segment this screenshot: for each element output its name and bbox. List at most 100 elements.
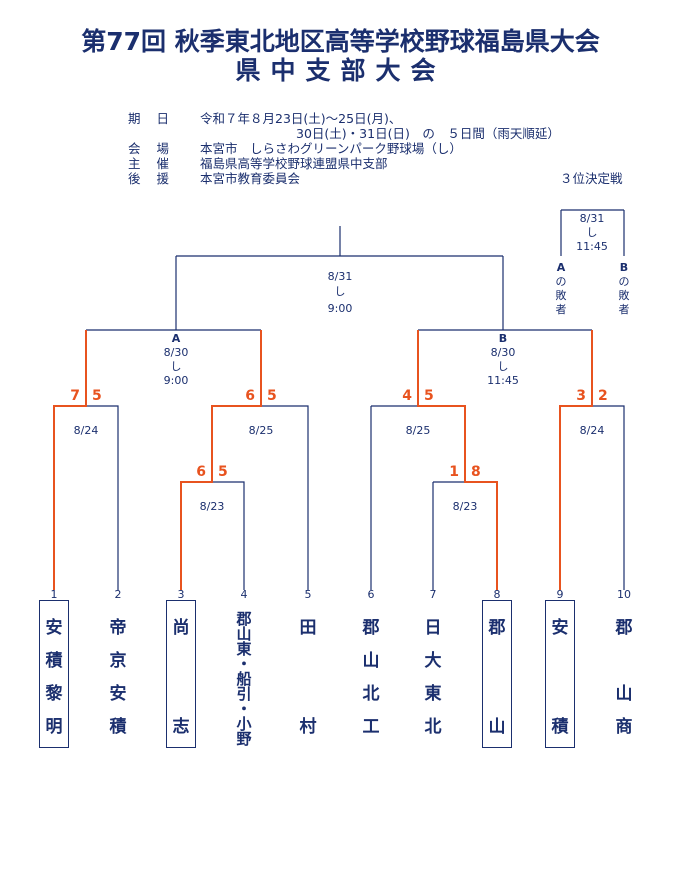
team-name-3[interactable]: 尚志: [165, 612, 197, 744]
team-name-char: 引: [236, 685, 252, 703]
final-time: 9:00: [328, 302, 353, 315]
match3-score-right: 5: [218, 464, 228, 480]
team-number-3: 3: [178, 588, 185, 601]
team-name-char: 東: [236, 640, 252, 658]
info-value-date-1: 令和７年８月23日(土)～25日(月)、: [200, 111, 402, 126]
team-name-char: 北: [424, 717, 442, 737]
team-name-1[interactable]: 安積黎明: [38, 612, 70, 744]
team-name-char: ・: [236, 700, 252, 718]
team-number-2: 2: [115, 588, 122, 601]
team-number-9: 9: [557, 588, 564, 601]
match4-score-left: 4: [402, 388, 412, 404]
third-slot-b-3: 敗: [619, 288, 630, 302]
team-name-10[interactable]: 郡山商: [608, 612, 640, 744]
team-name-2[interactable]: 帝京安積: [102, 612, 134, 744]
third-time: 11:45: [576, 240, 608, 253]
team-number-8: 8: [494, 588, 501, 601]
team-name-7[interactable]: 日大東北: [417, 612, 449, 744]
semi-b-date: 8/30: [491, 346, 516, 359]
team-name-char: 日: [424, 618, 442, 638]
team-name-char: 安: [551, 618, 569, 638]
team-name-char: 東: [424, 684, 442, 704]
semi-b-time: 11:45: [487, 374, 519, 387]
team-name-6[interactable]: 郡山北工: [355, 612, 387, 744]
team-name-char: 野: [236, 730, 252, 748]
match3-right-line: [212, 481, 245, 590]
bracket-lines: [86, 209, 625, 590]
third-place-line: [560, 209, 625, 256]
match5-date: 8/23: [453, 500, 478, 513]
winner-line-team3: [180, 330, 262, 590]
third-slot-a-1: A: [557, 261, 566, 274]
team-name-char: 郡: [615, 618, 633, 638]
team-name-char: 山: [488, 717, 506, 737]
winner-line-team9: [559, 330, 593, 590]
winner-box-9: [545, 600, 575, 748]
match1-score-left: 7: [70, 388, 80, 404]
team-number-6: 6: [368, 588, 375, 601]
winner-box-1: [39, 600, 69, 748]
info-value-venue: 本宮市 しらさわグリーンパーク野球場（し）: [200, 141, 462, 156]
team-name-char: 黎: [45, 684, 63, 704]
team-name-4[interactable]: 郡山東・船引・小野: [228, 612, 260, 747]
info-label-host: 主催: [128, 156, 186, 171]
team-name-char: [544, 678, 576, 711]
semi-b-label: B: [499, 332, 507, 345]
match2-right-line: [261, 405, 309, 590]
team-name-char: 志: [172, 717, 190, 737]
team-name-char: 田: [299, 618, 317, 638]
team-number-10: 10: [617, 588, 631, 601]
team-name-char: 安: [45, 618, 63, 638]
team-name-char: ・: [236, 655, 252, 673]
info-value-support: 本宮市教育委員会: [200, 171, 301, 186]
semi-a-time: 9:00: [164, 374, 189, 387]
team-name-char: [165, 645, 197, 678]
final-venue: し: [335, 285, 346, 298]
match6-right-line: [592, 405, 625, 590]
third-slot-a-3: 敗: [556, 288, 567, 302]
team-name-9[interactable]: 安積: [544, 612, 576, 744]
team-name-char: 山: [236, 625, 252, 643]
team-name-8[interactable]: 郡山: [481, 612, 513, 744]
bracket-labels: 8/31 し 11:45 A の 敗 者 B の 敗 者 8/31 し 9:00…: [70, 212, 629, 513]
match3-date: 8/23: [200, 500, 225, 513]
team-name-char: 安: [109, 684, 127, 704]
team-name-char: [544, 645, 576, 678]
third-date: 8/31: [580, 212, 605, 225]
final-date: 8/31: [328, 270, 353, 283]
team-number-4: 4: [241, 588, 248, 601]
team-name-char: 帝: [109, 618, 127, 638]
match1-score-right: 5: [92, 388, 102, 404]
semi-a-venue: し: [171, 360, 182, 373]
tournament-title: 第77回 秋季東北地区高等学校野球福島県大会: [81, 27, 600, 56]
team-name-char: 京: [109, 651, 127, 671]
team-name-char: [608, 645, 640, 678]
third-slot-b-4: 者: [619, 303, 630, 316]
team-name-char: 尚: [172, 618, 190, 638]
info-value-date-2: 30日(土)・31日(日) の ５日間（雨天順延）: [296, 126, 560, 141]
semi-a-label: A: [172, 332, 181, 345]
team-number-7: 7: [430, 588, 437, 601]
winner-line-team8: [417, 330, 498, 590]
semi-a-date: 8/30: [164, 346, 189, 359]
third-slot-b-2: の: [619, 275, 630, 288]
match1-date: 8/24: [74, 424, 99, 437]
team-name-char: 小: [236, 715, 252, 733]
team-name-5[interactable]: 田村: [292, 612, 324, 744]
team-name-char: 大: [424, 651, 442, 671]
team-name-char: 山: [362, 651, 380, 671]
team-name-char: [481, 678, 513, 711]
team-number-5: 5: [305, 588, 312, 601]
match2-score-right: 5: [267, 388, 277, 404]
third-place-title: ３位決定戦: [560, 171, 623, 186]
third-slot-a-2: の: [556, 275, 567, 288]
match6-date: 8/24: [580, 424, 605, 437]
team-name-char: [481, 645, 513, 678]
tournament-subtitle: 県中支部大会: [235, 56, 446, 85]
team-name-char: 積: [109, 717, 127, 737]
team-name-char: 積: [551, 717, 569, 737]
team-name-char: [165, 678, 197, 711]
winner-path-lines: [53, 330, 593, 590]
team-name-char: 山: [615, 684, 633, 704]
